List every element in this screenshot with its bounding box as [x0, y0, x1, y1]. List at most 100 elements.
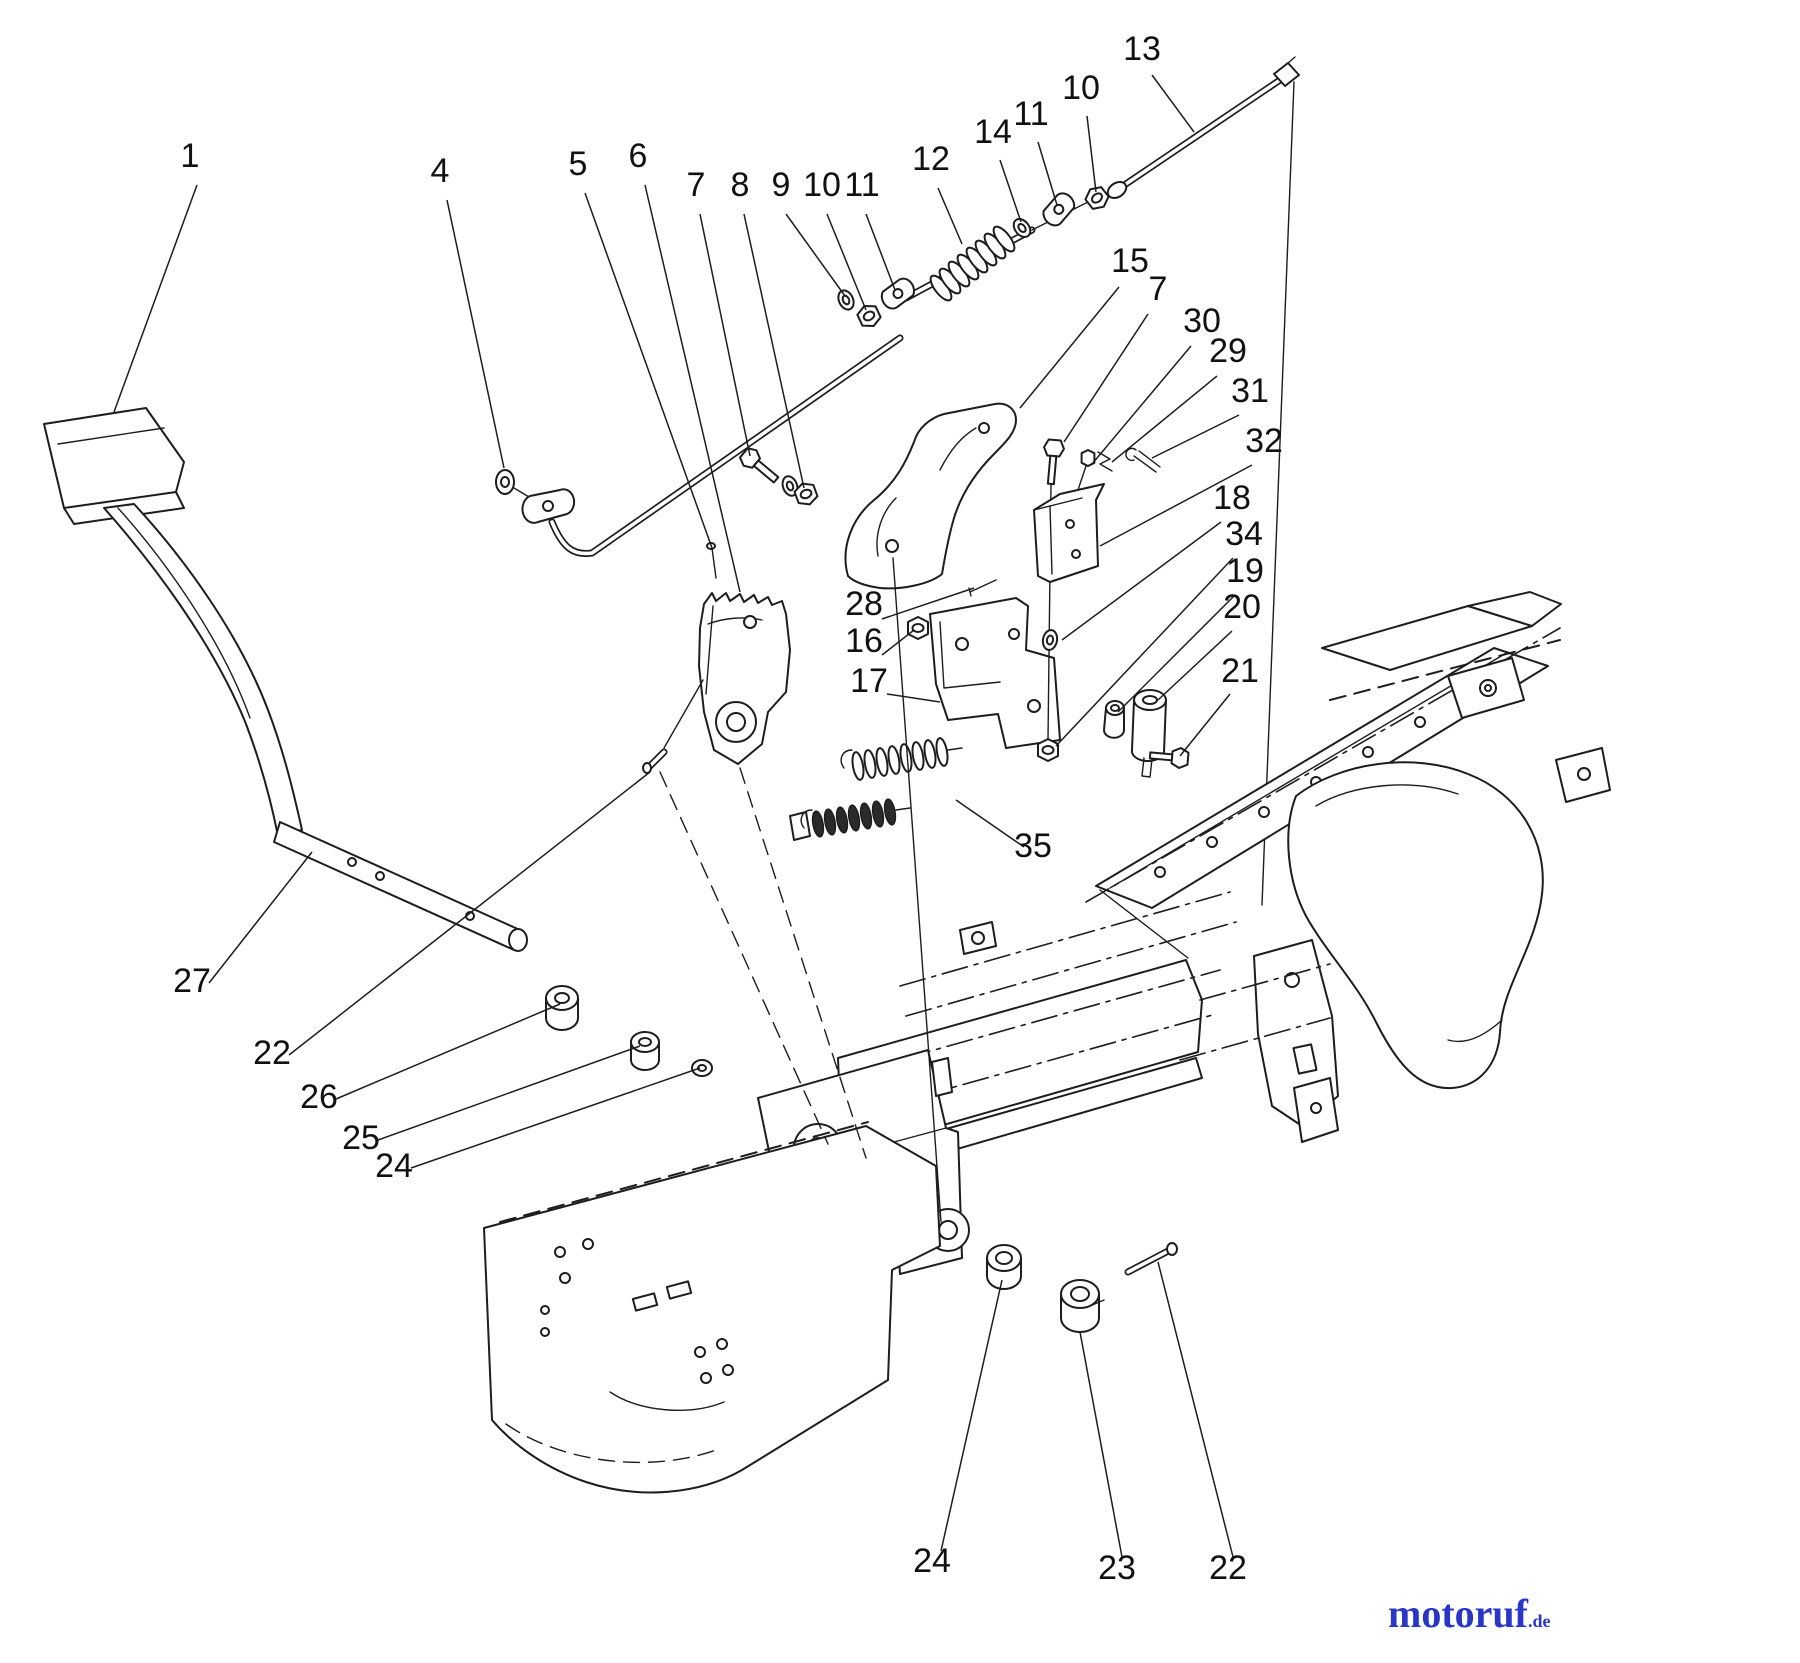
- transaxle-housing: [1253, 761, 1544, 1143]
- leader-line-24-34: [940, 1279, 1003, 1552]
- leader-line-34-21: [1055, 557, 1234, 747]
- leader-line-21-24: [1179, 693, 1231, 757]
- bolt-21: [1148, 747, 1190, 769]
- callout-30-16: 30: [1183, 302, 1221, 340]
- cotter-pin-31: [1125, 447, 1137, 462]
- callout-22-30: 22: [253, 1034, 291, 1072]
- leader-line-16-26: [881, 629, 915, 656]
- callout-20-23: 20: [1223, 588, 1261, 626]
- callout-35-28: 35: [1014, 827, 1052, 865]
- leader-line-6-3: [644, 184, 741, 593]
- assembly-axes: [659, 557, 942, 1223]
- leader-line-24-33: [410, 1067, 701, 1169]
- leader-line-22-36: [1157, 1261, 1234, 1558]
- callout-18-20: 18: [1213, 479, 1251, 517]
- leader-line-7-15: [1063, 313, 1149, 443]
- leader-line-23-35: [1079, 1331, 1123, 1558]
- callout-15-14: 15: [1111, 242, 1149, 280]
- callout-24-34: 24: [913, 1542, 951, 1580]
- callout-9-6: 9: [772, 166, 791, 204]
- bolt-7-nut-8: [739, 447, 821, 509]
- leader-line-28-25: [881, 587, 975, 620]
- spacer-stack: [1103, 689, 1190, 778]
- callout-17-27: 17: [850, 662, 888, 700]
- leader-line-30-16: [1091, 345, 1192, 465]
- leader-line-11-11: [1037, 141, 1058, 206]
- callout-5-2: 5: [569, 145, 588, 183]
- leader-line-5-2: [584, 192, 713, 549]
- callout-11-11: 11: [1013, 95, 1048, 133]
- callout-19-22: 19: [1226, 552, 1264, 590]
- leader-line-17-27: [886, 693, 941, 703]
- callout-8-5: 8: [731, 166, 750, 204]
- callout-27-29: 27: [173, 962, 211, 1000]
- callout-21-24: 21: [1221, 652, 1259, 690]
- callout-26-31: 26: [300, 1078, 338, 1116]
- leader-line-7-4: [699, 213, 751, 457]
- callout-10-12: 10: [1062, 69, 1100, 107]
- leader-line-15-14: [1019, 286, 1120, 409]
- leader-line-31-18: [1151, 414, 1240, 459]
- callout-13-13: 13: [1123, 30, 1161, 68]
- bottom-bushings: [986, 1242, 1178, 1333]
- tension-springs-35: [789, 737, 963, 841]
- leader-line-10-12: [1086, 115, 1097, 193]
- bracket-32: [1033, 483, 1105, 583]
- callout-25-32: 25: [342, 1119, 380, 1157]
- leader-line-8-5: [743, 213, 805, 489]
- spring-link-assembly: [834, 56, 1300, 906]
- callout-11-8: 11: [844, 166, 879, 204]
- long-bolt-stack: [1037, 438, 1065, 762]
- leader-line-35-28: [955, 799, 1025, 848]
- floor-pan: [483, 1121, 941, 1494]
- callout-34-21: 34: [1225, 515, 1263, 553]
- leader-line-25-32: [377, 1045, 641, 1141]
- leader-line-9-6: [785, 213, 846, 297]
- leader-line-26-31: [335, 1003, 561, 1100]
- leader-line-4-1: [446, 199, 505, 469]
- leader-line-29-17: [1111, 375, 1218, 463]
- watermark-name: motoruf: [1388, 1591, 1528, 1636]
- leader-line-27-29: [208, 851, 313, 984]
- callout-7-4: 7: [687, 166, 706, 204]
- callout-22-36: 22: [1209, 1549, 1247, 1587]
- callout-28-25: 28: [845, 585, 883, 623]
- callout-16-26: 16: [845, 622, 883, 660]
- hand-lever: [43, 407, 528, 952]
- brake-rod: [495, 334, 904, 558]
- callout-4-1: 4: [431, 152, 450, 190]
- callout-1-0: 1: [181, 137, 200, 175]
- frame-rail-right: [1085, 591, 1611, 959]
- callout-29-17: 29: [1209, 332, 1247, 370]
- leader-line-10-7: [826, 213, 867, 311]
- leader-line-18-20: [1061, 521, 1222, 641]
- shaft-bushings: [545, 985, 713, 1077]
- callout-31-18: 31: [1231, 372, 1269, 410]
- callout-23-35: 23: [1098, 1549, 1136, 1587]
- callout-7-15: 7: [1149, 270, 1168, 308]
- leader-line-11-8: [865, 213, 896, 291]
- spring-clip-29: [1097, 451, 1113, 472]
- bracket-17: [929, 597, 1061, 749]
- callout-10-7: 10: [803, 166, 841, 204]
- leader-line-13-13: [1151, 74, 1195, 133]
- clip-hardware: [1077, 447, 1161, 491]
- compression-spring-12: [929, 225, 1016, 302]
- leader-line-22-30: [288, 771, 651, 1056]
- callout-24-33: 24: [375, 1147, 413, 1185]
- leader-line-32-19: [1099, 464, 1253, 547]
- callout-14-10: 14: [974, 113, 1012, 151]
- leader-line-20-23: [1157, 630, 1233, 701]
- watermark-suffix: .de: [1527, 1611, 1551, 1631]
- watermark-logo[interactable]: motoruf.de: [1388, 1594, 1550, 1634]
- sector-plate: [642, 542, 791, 774]
- pedal-cam: [844, 402, 1017, 590]
- leader-line-12-9: [937, 187, 963, 245]
- leader-line-19-22: [1117, 594, 1236, 713]
- callout-6-3: 6: [629, 137, 648, 175]
- callout-12-9: 12: [912, 140, 950, 178]
- leader-line-1-0: [113, 184, 198, 413]
